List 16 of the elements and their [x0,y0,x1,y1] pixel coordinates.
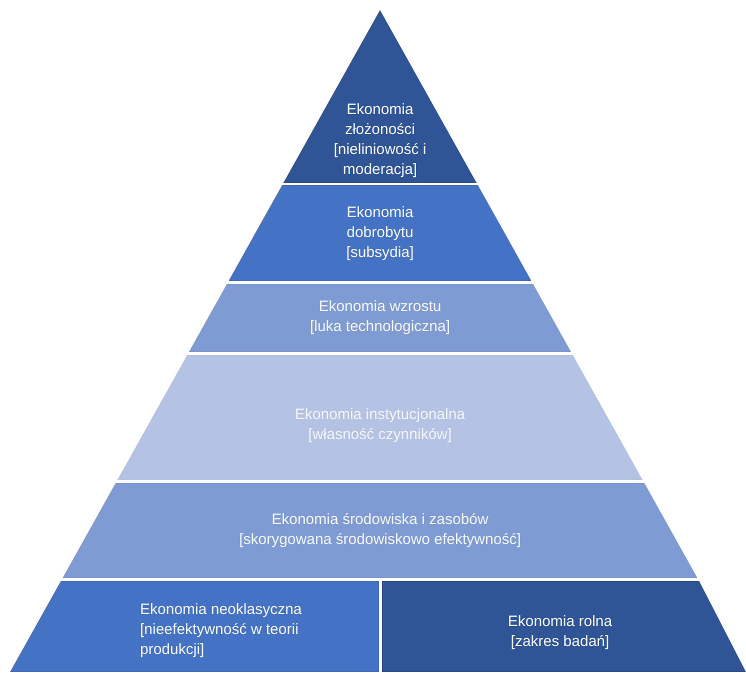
pyramid-tier [10,581,379,672]
tier-heading: Ekonomia dobrobytu [346,203,414,243]
tier-subtext: [skorygowana środowiskowo efektywność] [238,530,522,550]
tier-subtext: [nieefektywność w teorii produkcji] [140,620,300,660]
tier-subtext: [zakres badań] [510,632,610,652]
tier-heading: Ekonomia neoklasyczna [140,600,303,620]
tier-subtext: [nieliniowość i moderacja] [332,140,428,180]
tier-subtext: [luka technologiczna] [308,317,452,337]
tier-heading: Ekonomia instytucjonalna [294,405,466,425]
tier-heading: Ekonomia środowiska i zasobów [270,510,490,530]
tier-heading: Ekonomia rolna [506,612,614,632]
tier-heading: Ekonomia złożoności [344,100,416,140]
tier-heading: Ekonomia wzrostu [318,297,442,317]
pyramid-tier [382,581,746,672]
tier-subtext: [własność czynników] [307,425,453,445]
tier-subtext: [subsydia] [345,243,415,263]
